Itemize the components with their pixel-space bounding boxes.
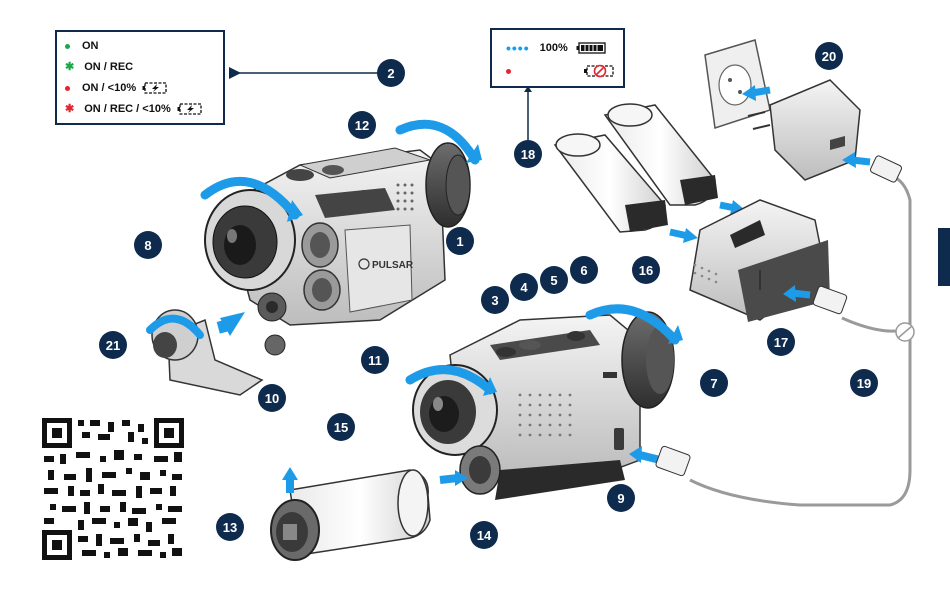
section-tab — [938, 228, 950, 286]
callout-18: 18 — [514, 140, 542, 168]
monocular-rear-view — [205, 124, 482, 355]
callout-5: 5 — [540, 266, 568, 294]
callout-19: 19 — [850, 369, 878, 397]
callout-7: 7 — [700, 369, 728, 397]
callout-17: 17 — [767, 328, 795, 356]
callout-12: 12 — [348, 111, 376, 139]
callout-13: 13 — [216, 513, 244, 541]
callout-2: 2 — [377, 59, 405, 87]
battery-pack — [271, 467, 430, 560]
callout-9: 9 — [607, 484, 635, 512]
callout-8: 8 — [134, 231, 162, 259]
leader-arrow — [524, 86, 532, 92]
callout-4: 4 — [510, 273, 538, 301]
callout-20: 20 — [815, 42, 843, 70]
qr-code — [42, 418, 184, 560]
tripod-adapter — [150, 310, 262, 395]
monocular-front-view — [410, 309, 683, 500]
charging-dock — [690, 200, 914, 341]
callout-16: 16 — [632, 256, 660, 284]
callout-6: 6 — [570, 256, 598, 284]
callout-1: 1 — [446, 227, 474, 255]
callout-11: 11 — [361, 346, 389, 374]
callout-10: 10 — [258, 384, 286, 412]
callout-3: 3 — [481, 286, 509, 314]
callout-14: 14 — [470, 521, 498, 549]
power-adapter — [705, 40, 902, 183]
callout-21: 21 — [99, 331, 127, 359]
svg-text:PULSAR: PULSAR — [372, 260, 414, 271]
callout-15: 15 — [327, 413, 355, 441]
